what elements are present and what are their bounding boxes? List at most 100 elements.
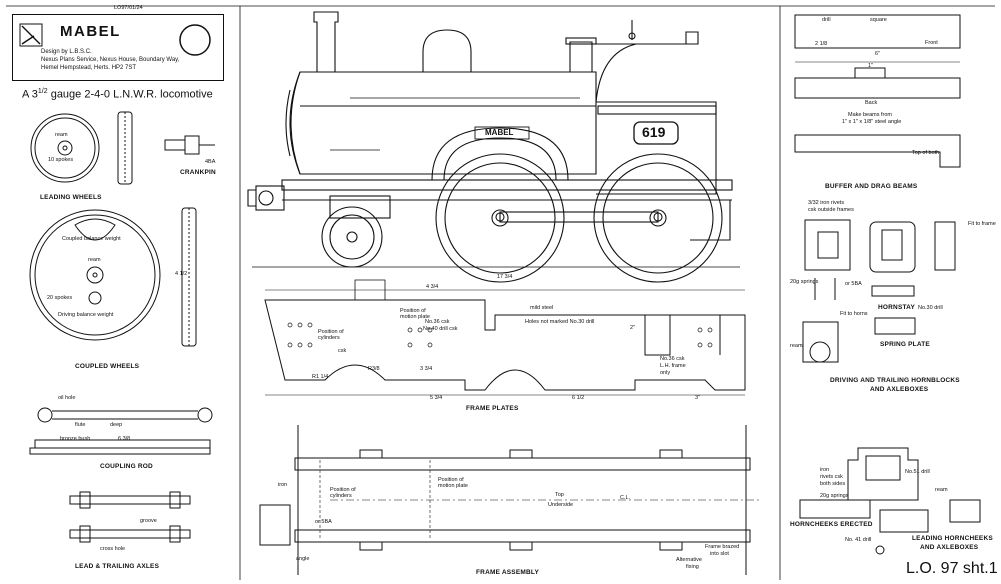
note-position-cylinders: Position of cylinders xyxy=(318,329,344,341)
dim-1: 1" xyxy=(868,63,874,69)
note-coupled-balance: Coupled balance weight xyxy=(62,236,121,242)
title-block: MABEL Design by L.B.S.C. Nexus Plans Ser… xyxy=(12,14,224,81)
leading-wheel-drawing xyxy=(30,111,133,185)
drawing-name: MABEL xyxy=(60,23,121,40)
note-position-motion-plate: Position of motion plate xyxy=(400,308,430,320)
note-springs-20g-hc: 20g springs xyxy=(820,493,849,499)
note-twenty-spokes: 20 spokes xyxy=(47,295,73,301)
note-top-of-both: Top of both xyxy=(912,150,940,156)
note-deep: deep xyxy=(110,422,123,428)
note-ten-spokes: 10 spokes xyxy=(48,157,74,163)
title-fraction: 1/2 xyxy=(37,88,48,95)
note-iron-rivets-1: 3/32 iron rivets xyxy=(808,200,845,206)
note-top: Top xyxy=(555,492,564,498)
note-position-motion-plate-fa: Position of motion plate xyxy=(438,477,468,489)
note-iron-rivets-hc-3: both sides xyxy=(820,481,846,487)
note-springs-20g: 20g springs xyxy=(790,279,819,285)
note-groove: groove xyxy=(140,518,157,524)
dim-17-3-4: 17 3/4 xyxy=(497,274,513,280)
caption-hornstay: HORNSTAY xyxy=(878,304,915,311)
note-ream-hc: ream xyxy=(935,487,948,493)
caption-leading-wheels: LEADING WHEELS xyxy=(40,194,102,201)
frame-assembly-drawing xyxy=(259,425,760,575)
note-no36-lh-3: only xyxy=(660,370,671,376)
note-make-beams-2: 1" x 1" x 1/8" steel angle xyxy=(842,119,902,125)
locomotive-title: A 31/2 gauge 2-4-0 L.N.W.R. locomotive xyxy=(22,88,213,101)
caption-hornblocks-1: DRIVING AND TRAILING HORNBLOCKS xyxy=(830,377,960,384)
note-oil-hole: oil hole xyxy=(58,395,76,401)
note-square: square xyxy=(870,17,887,23)
note-iron-rivets-hc-2: rivets csk xyxy=(820,474,843,480)
dim-2: 2" xyxy=(630,325,636,331)
dim-6-3-8: 6 3/8 xyxy=(118,436,131,442)
caption-horncheeks-erected: HORNCHEEKS ERECTED xyxy=(790,521,873,528)
note-driving-balance: Driving balance weight xyxy=(58,312,114,318)
note-no36-lh-2: L.H. frame xyxy=(660,363,686,369)
caption-crankpin: CRANKPIN xyxy=(180,169,216,176)
caption-leading-horncheeks-1: LEADING HORNCHEEKS xyxy=(912,535,993,542)
note-no40-csk: No.40 drill csk xyxy=(423,326,458,332)
note-iron-rivets-hc-1: iron xyxy=(820,467,830,473)
caption-coupled-wheels: COUPLED WHEELS xyxy=(75,363,140,370)
note-back: Back xyxy=(865,100,878,106)
note-no36-csk: No.36 csk xyxy=(425,319,450,325)
sheet-number: L.O. 97 sht.1 xyxy=(906,560,998,577)
note-ream-coupled: ream xyxy=(88,257,101,263)
publisher: Nexus Plans Service, Nexus House, Bounda… xyxy=(41,57,180,63)
note-drill: drill xyxy=(822,17,831,23)
note-position-cylinders-fa: Position of cylinders xyxy=(330,487,356,499)
note-fit-to-frame: Fit to frame xyxy=(968,221,996,227)
title-suffix: gauge 2-4-0 L.N.W.R. locomotive xyxy=(47,88,213,101)
caption-hornblocks-2: AND AXLEBOXES xyxy=(870,386,929,393)
note-no36-lh-1: No.36 csk xyxy=(660,356,685,362)
note-holes-not-marked: Holes not marked No.30 drill xyxy=(525,319,595,325)
note-alt-fixing-2: fixing xyxy=(686,564,699,570)
title-prefix: A 3 xyxy=(22,88,38,101)
axles-drawing xyxy=(69,491,191,543)
doc-code: LO97/01/24 xyxy=(114,5,143,11)
note-underside: Underside xyxy=(548,502,574,508)
note-no41-drill: No. 41 drill xyxy=(845,537,872,543)
note-frame-brazed-1: Frame brazed xyxy=(705,544,740,550)
note-cross-hole: cross hole xyxy=(100,546,126,552)
note-csk: csk xyxy=(338,348,347,354)
caption-spring-plate: SPRING PLATE xyxy=(880,341,930,348)
dim-4-1-2: 4 1/2 xyxy=(175,271,188,277)
caption-leading-horncheeks-2: AND AXLEBOXES xyxy=(920,544,979,551)
note-iron-rivets-2: csk outside frames xyxy=(808,207,854,213)
note-ream-leading: ream xyxy=(55,132,68,138)
note-no30-drill: No.30 drill xyxy=(918,305,943,311)
dim-6: 6" xyxy=(875,51,881,57)
locomotive-elevation xyxy=(247,11,740,283)
note-frame-brazed-2: into slot xyxy=(710,551,729,557)
number-plate xyxy=(633,121,679,145)
buffer-beams-drawing xyxy=(794,14,961,168)
note-angle: angle xyxy=(296,556,310,562)
dim-r3-8: R3/8 xyxy=(368,366,380,372)
note-iron-rivets-fa: iron xyxy=(278,482,288,488)
nameplate-text: MABEL xyxy=(485,128,514,137)
number-plate-text: 619 xyxy=(642,124,666,140)
note-alt-fixing-1: Alternative xyxy=(676,557,702,563)
note-center-line: C.L. xyxy=(620,495,631,501)
caption-frame-plates: FRAME PLATES xyxy=(466,405,519,412)
dim-4-3-4: 4 3/4 xyxy=(426,284,439,290)
dim-5-3-4: 5 3/4 xyxy=(430,395,443,401)
dim-3: 3" xyxy=(695,395,701,401)
dim-6-1-2: 6 1/2 xyxy=(572,395,585,401)
sheet-border xyxy=(6,5,995,580)
title-circle xyxy=(179,24,211,56)
dim-3-3-4: 3 3/4 xyxy=(420,366,433,372)
nameplate xyxy=(474,126,530,140)
note-front: Front xyxy=(925,40,938,46)
caption-frame-assembly: FRAME ASSEMBLY xyxy=(476,569,539,576)
note-make-beams-1: Make beams from xyxy=(848,112,893,118)
note-or-5ba: or 5BA xyxy=(845,281,862,287)
hornblocks-drawing xyxy=(802,219,956,363)
note-flute: flute xyxy=(75,422,86,428)
address: Hemel Hempstead, Herts. HP2 7ST xyxy=(41,65,137,71)
dim-r1-1-4: R1 1/4 xyxy=(312,374,329,380)
frame-plates-drawing xyxy=(264,279,746,396)
crankpin-drawing xyxy=(164,135,215,155)
note-bronze-bush: bronze bush xyxy=(60,436,91,442)
